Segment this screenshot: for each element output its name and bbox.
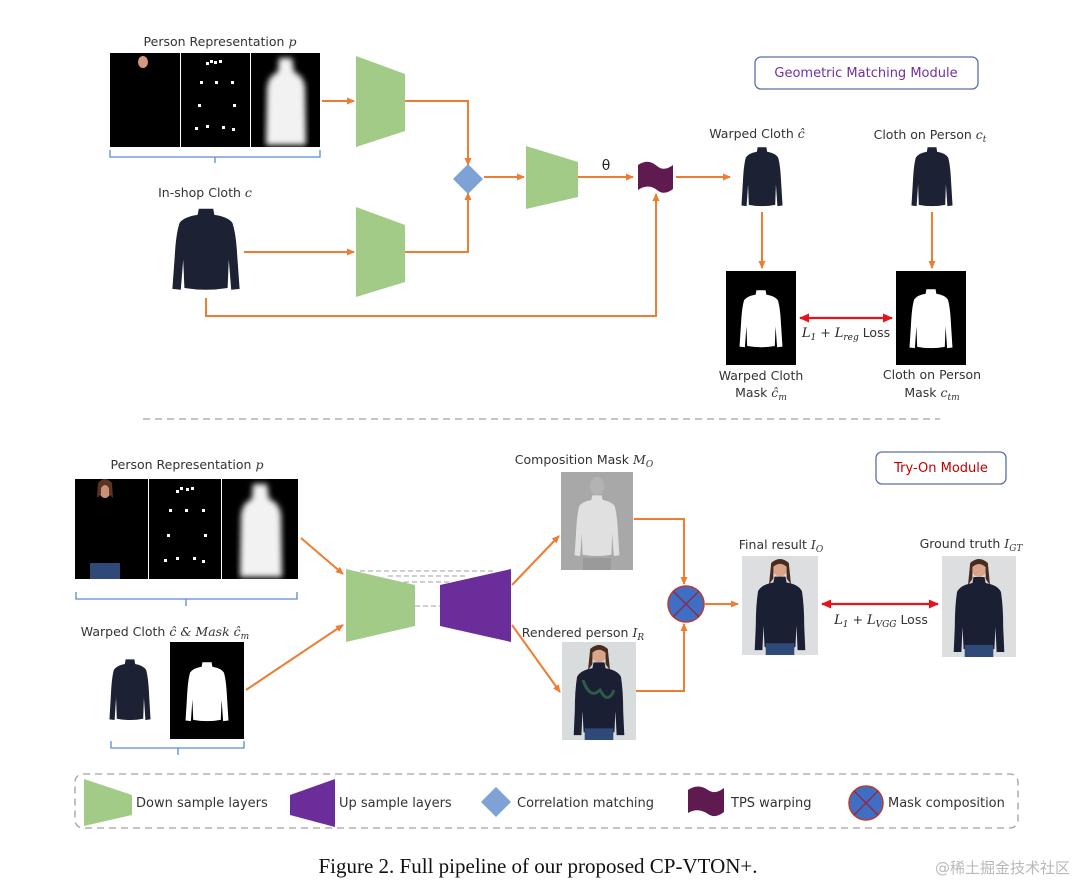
composition-mask-image [561,472,633,570]
gmm-section: Geometric Matching Module Person Represe… [109,34,987,403]
final-result-label: Final result IO [739,537,824,555]
tom-warped-cloth-bracket [110,741,245,755]
legend-correlation-icon [481,787,511,817]
final-result-image [742,556,818,655]
tom-person-rep-label: Person Representation p [111,457,264,472]
gmm-module-badge: Geometric Matching Module [754,56,979,90]
legend-tps-label: TPS warping [730,796,811,811]
gmm-face-map [110,53,180,147]
legend: Down sample layers Up sample layers Corr… [74,773,1019,829]
tom-module-badge: Try-On Module [875,451,1007,485]
blurred-body-shape [266,58,306,145]
rendered-person-image [562,642,636,740]
legend-down-sample-icon [84,779,132,826]
tom-person-rep-images [75,479,298,579]
legend-up-sample-label: Up sample layers [339,796,452,811]
arrow-decoder-to-composition-mask [511,535,560,586]
tom-section: Try-On Module Person Representation p Wa… [75,451,1024,755]
tom-pose-keypoints [164,487,207,563]
inshop-cloth-image [172,209,239,290]
arrow-decoder-to-rendered-person [511,624,561,693]
gmm-person-rep-images [110,53,320,147]
warped-mask-label-line2: Mask ĉm [735,385,787,403]
warped-cloth-image [741,147,782,206]
legend-down-sample-label: Down sample layers [136,796,268,811]
gmm-module-label: Geometric Matching Module [774,66,957,81]
tom-warped-cloth-label: Warped Cloth ĉ & Mask ĉm [81,624,249,642]
arrow-rendered-to-composer [636,623,688,692]
cloth-on-person-image [911,147,952,206]
tom-hair [97,479,113,498]
pose-keypoints [195,60,236,131]
warped-mask-label-line1: Warped Cloth [719,368,804,383]
legend-tps-icon [688,786,724,817]
arrow-composition-mask-to-composer [634,518,688,585]
tom-encoder [346,569,415,642]
arrow-warped-cloth-to-tom-encoder [245,624,344,691]
arrow-person-rep-to-tom-encoder [300,537,344,575]
theta-label: θ [602,158,611,174]
tom-blurred-body [240,484,282,577]
skip-connections [360,570,495,607]
cop-mask-label-line2: Mask ctm [904,385,959,403]
ground-truth-image [942,556,1016,657]
tom-module-label: Try-On Module [893,461,988,476]
mask-composition-node [667,585,705,623]
gmm-inshop-label: In-shop Cloth c [158,185,252,200]
cloth-on-person-label: Cloth on Person ct [874,127,987,145]
legend-correlation-label: Correlation matching [517,796,654,811]
tom-decoder [440,569,511,642]
gmm-encoder-person [356,56,405,147]
tps-warping-icon [638,161,673,193]
cop-mask-label-line1: Cloth on Person [883,367,981,382]
ground-truth-label: Ground truth IGT [920,536,1024,554]
arrow-encoder1-to-correlation [405,100,472,166]
watermark: @稀土掘金技术社区 [935,859,1070,877]
composition-mask-label: Composition Mask MO [515,452,654,470]
tom-loss-label: L1 + LVGG Loss [833,612,928,630]
gmm-loss-label: L1 + Lreg Loss [801,325,890,343]
legend-up-sample-icon [290,779,335,827]
gmm-person-rep-label: Person Representation p [144,34,297,49]
tom-pose-map [149,479,221,579]
arrow-cloth-to-tps [205,193,660,317]
gmm-encoder-cloth [356,207,405,297]
legend-mask-composition-label: Mask composition [888,796,1005,811]
tom-warped-cloth-image [109,659,150,720]
gmm-regression-encoder [526,146,578,209]
figure-caption: Figure 2. Full pipeline of our proposed … [318,854,757,878]
gmm-person-rep-bracket [109,150,321,163]
tom-person-rep-bracket [75,592,298,606]
tom-jeans [90,563,120,579]
arrow-encoder2-to-correlation [405,192,472,253]
gmm-pose-map [181,53,250,147]
rendered-person-label: Rendered person IR [522,625,645,643]
correlation-matching-diamond [453,164,483,194]
face-thumbnail [138,56,148,68]
warped-cloth-label: Warped Cloth ĉ [709,126,805,141]
legend-mask-composition-icon [848,785,884,821]
